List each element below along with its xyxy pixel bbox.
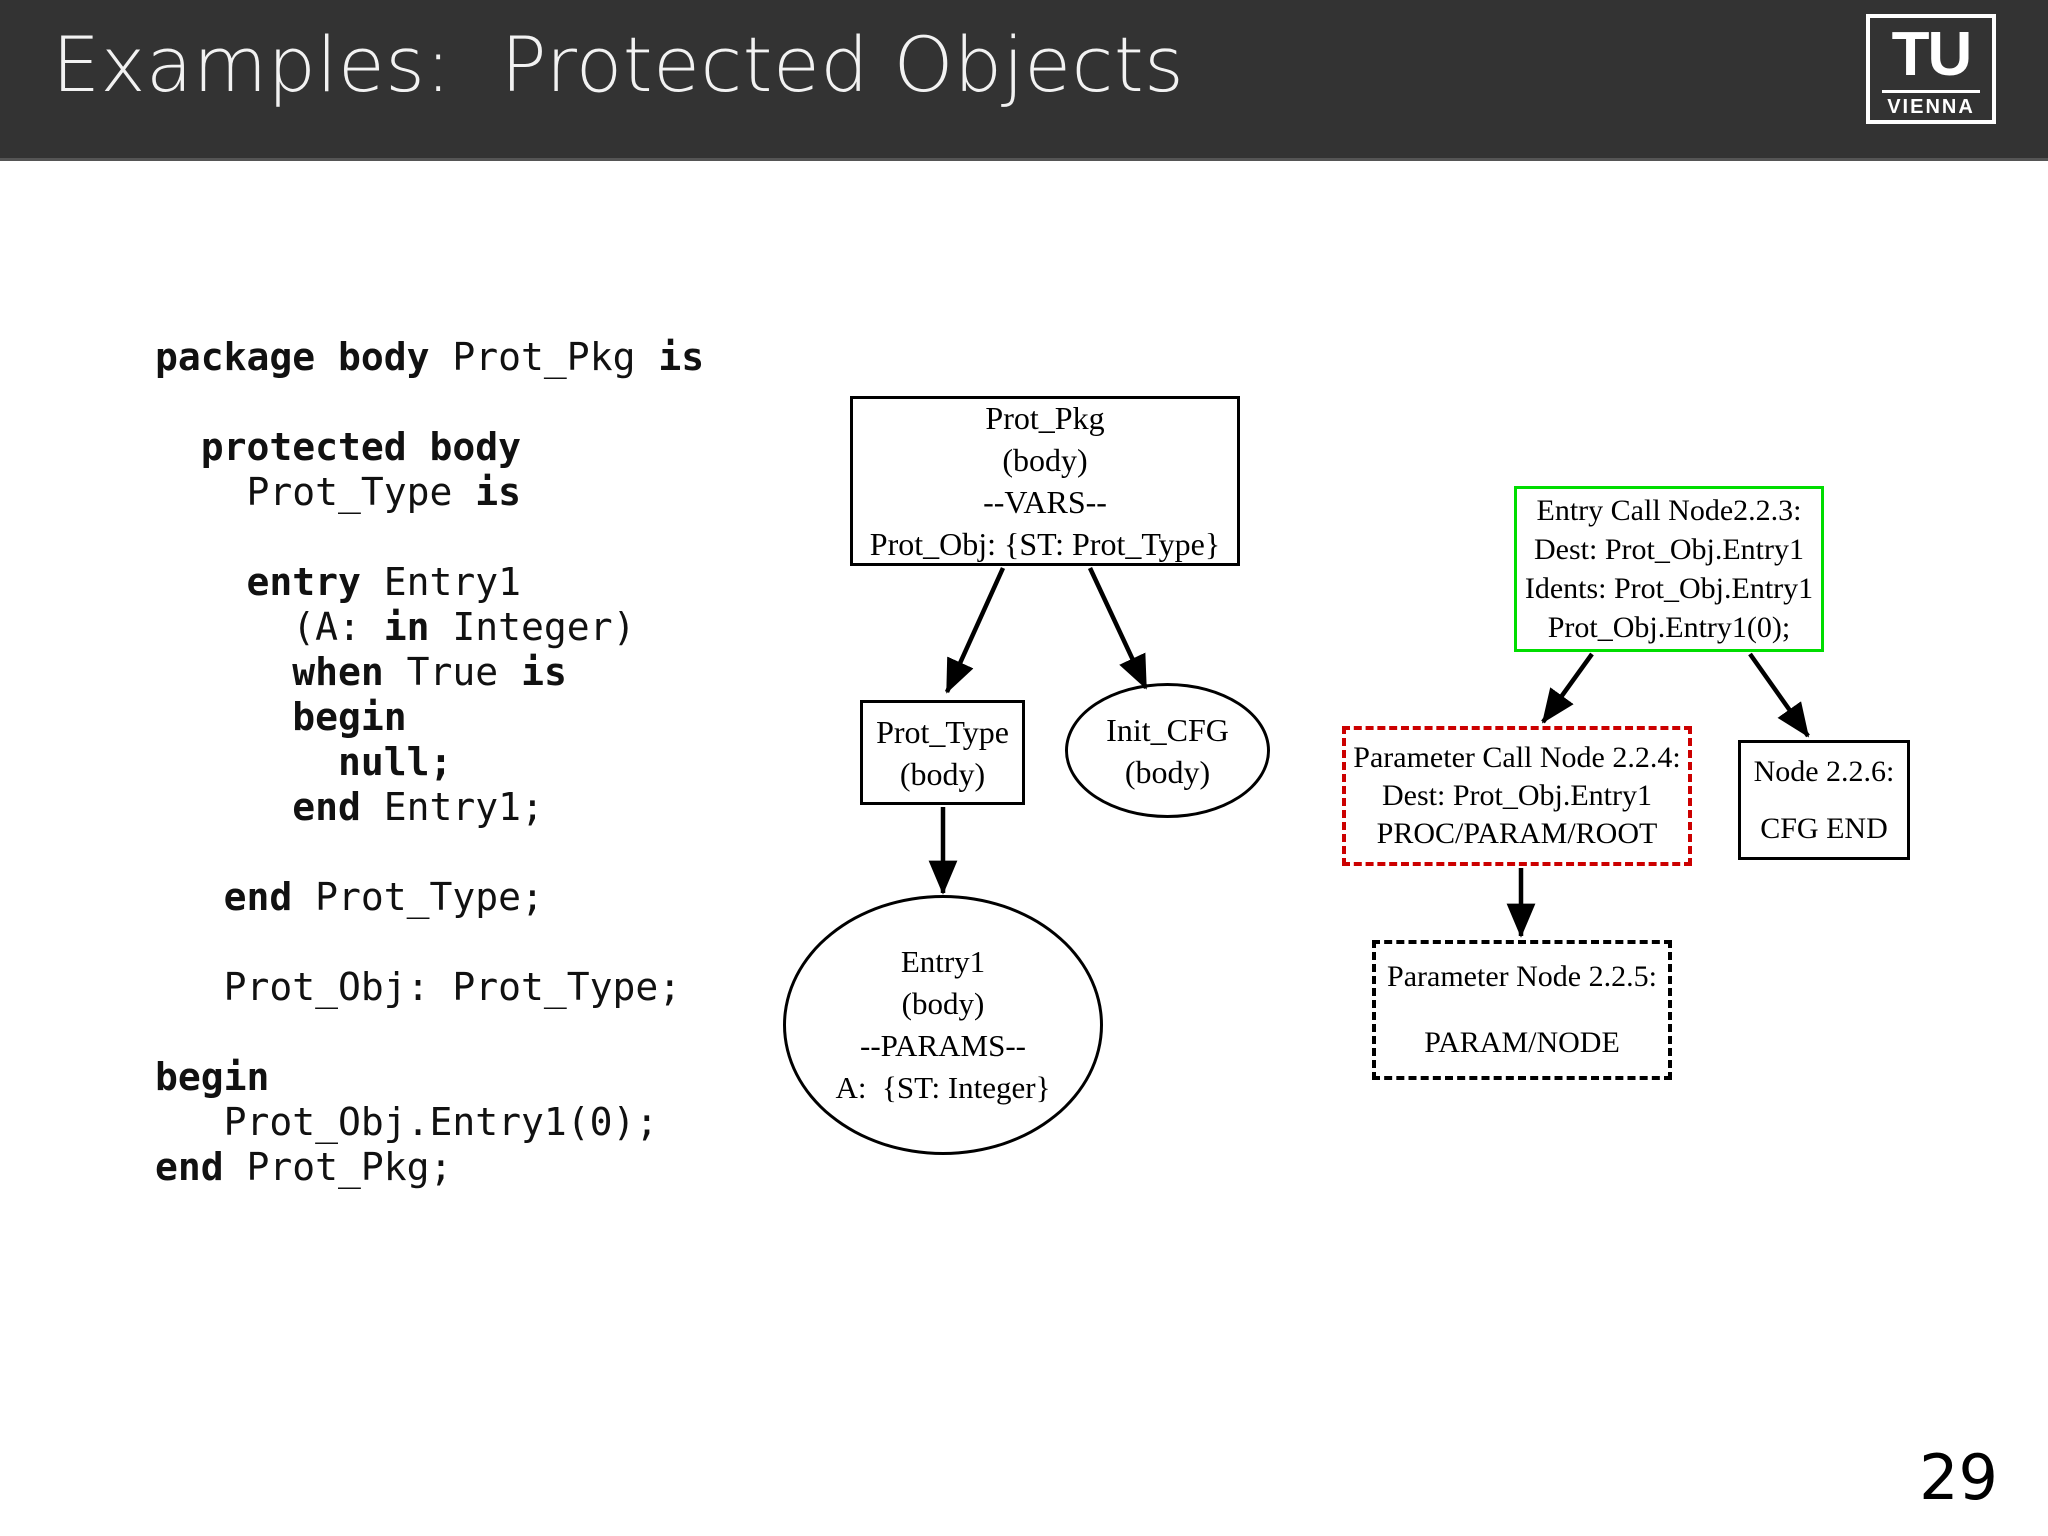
code-keyword: is [521, 650, 567, 694]
node-init-cfg: Init_CFG (body) [1065, 683, 1270, 818]
code-line: (A: in Integer) [155, 605, 704, 650]
code-line: Prot_Type is [155, 470, 704, 515]
code-line: begin [155, 695, 704, 740]
code-text: Prot_Obj: Prot_Type; [155, 965, 682, 1009]
node-label-line: (body) [1002, 442, 1088, 478]
page-number: 29 [1919, 1441, 1998, 1514]
node-label-line: Prot_Obj.Entry1(0); [1547, 611, 1791, 644]
code-keyword: package body [155, 335, 453, 379]
code-text: Prot_Type; [315, 875, 544, 919]
node-label-line: PROC/PARAM/ROOT [1376, 817, 1658, 850]
page-title: Examples: Protected Objects [52, 20, 1185, 109]
node-label-line: Parameter Call Node 2.2.4: [1353, 741, 1681, 774]
code-text: Prot_Type [155, 470, 476, 514]
header-divider [0, 158, 2048, 161]
code-line [155, 920, 704, 965]
logo-divider [1882, 90, 1980, 93]
logo-letters: TU [1891, 20, 1973, 89]
code-line: Prot_Obj.Entry1(0); [155, 1100, 704, 1145]
code-keyword: is [475, 470, 522, 514]
arrow-protpkg-to-prottype [944, 567, 1006, 694]
code-line [155, 380, 704, 425]
tu-vienna-logo: TU VIENNA [1866, 14, 1996, 124]
node-prot-pkg: Prot_Pkg (body) --VARS-- Prot_Obj: {ST: Pro… [850, 396, 1240, 566]
code-text: Prot_Pkg [452, 335, 659, 379]
slide-header-bar [0, 0, 2048, 158]
code-keyword: in [383, 605, 453, 649]
code-keyword: begin [155, 695, 407, 739]
code-line: begin [155, 1055, 704, 1100]
node-label-line: Node 2.2.6: [1753, 754, 1895, 788]
code-line: end Prot_Pkg; [155, 1145, 704, 1190]
code-text: (A: [155, 605, 384, 649]
code-text: Entry1; [383, 785, 544, 829]
code-text: Entry1 [383, 560, 522, 604]
code-line: null; [155, 740, 704, 785]
logo-inner: TU VIENNA [1870, 18, 1992, 120]
node-label-line: (body) [1124, 753, 1211, 790]
node-prot-type: Prot_Type (body) [860, 700, 1025, 805]
code-keyword: end [155, 1145, 247, 1189]
code-line [155, 1010, 704, 1055]
node-label-line: A: {ST: Integer} [835, 1070, 1051, 1105]
node-label-line: Entry Call Node2.2.3: [1536, 494, 1802, 527]
code-line: when True is [155, 650, 704, 695]
code-line [155, 830, 704, 875]
node-label-line: Prot_Type [876, 713, 1009, 750]
code-line: protected body [155, 425, 704, 470]
node-label-line: CFG END [1760, 811, 1888, 845]
node-entry1: Entry1 (body) --PARAMS-- A: {ST: Integer} [783, 895, 1103, 1155]
code-keyword: protected body [155, 425, 522, 469]
code-line: package body Prot_Pkg is [155, 335, 704, 380]
node-label-line: Prot_Pkg [985, 400, 1105, 436]
arrow-entrycall-to-paramcall [1541, 652, 1594, 724]
code-text: Prot_Pkg; [246, 1145, 453, 1189]
code-line: Prot_Obj: Prot_Type; [155, 965, 704, 1010]
code-keyword: null; [155, 740, 453, 784]
node-label-line: (body) [899, 755, 986, 792]
node-parameter-node: Parameter Node 2.2.5: PARAM/NODE [1372, 940, 1672, 1080]
code-line: end Entry1; [155, 785, 704, 830]
code-text: Prot_Obj.Entry1(0); [155, 1100, 659, 1144]
node-parameter-call: Parameter Call Node 2.2.4: Dest: Prot_Obj… [1342, 726, 1692, 866]
code-line: end Prot_Type; [155, 875, 704, 920]
code-text: True [406, 650, 522, 694]
node-label-line: PARAM/NODE [1424, 1026, 1620, 1059]
node-label-line: Dest: Prot_Obj.Entry1 [1534, 533, 1804, 566]
code-keyword: begin [155, 1055, 270, 1099]
code-line [155, 515, 704, 560]
code-keyword: entry [155, 560, 384, 604]
node-cfg-end: Node 2.2.6: CFG END [1738, 740, 1910, 860]
code-text: Integer) [452, 605, 636, 649]
node-label-line: Init_CFG [1106, 711, 1229, 748]
logo-subtitle: VIENNA [1887, 96, 1975, 118]
code-keyword: is [658, 335, 705, 379]
node-label-line: (body) [901, 986, 985, 1021]
node-entry-call: Entry Call Node2.2.3: Dest: Prot_Obj.Entr… [1514, 486, 1824, 652]
code-keyword: end [155, 875, 316, 919]
arrow-entrycall-to-cfgend [1748, 652, 1810, 738]
node-label-line: --VARS-- [983, 484, 1107, 520]
arrow-protpkg-to-initcfg [1087, 567, 1149, 690]
node-label-line: Dest: Prot_Obj.Entry1 [1382, 779, 1652, 812]
node-label-line: Prot_Obj: {ST: Prot_Type} [869, 526, 1221, 562]
code-line: entry Entry1 [155, 560, 704, 605]
ada-code-listing: package body Prot_Pkg is protected body … [155, 335, 704, 1190]
code-keyword: end [155, 785, 384, 829]
node-label-line: --PARAMS-- [860, 1028, 1026, 1063]
node-label-line: Parameter Node 2.2.5: [1387, 960, 1657, 993]
node-label-line: Entry1 [900, 944, 986, 979]
node-label-line: Idents: Prot_Obj.Entry1 [1524, 572, 1814, 605]
code-keyword: when [155, 650, 407, 694]
